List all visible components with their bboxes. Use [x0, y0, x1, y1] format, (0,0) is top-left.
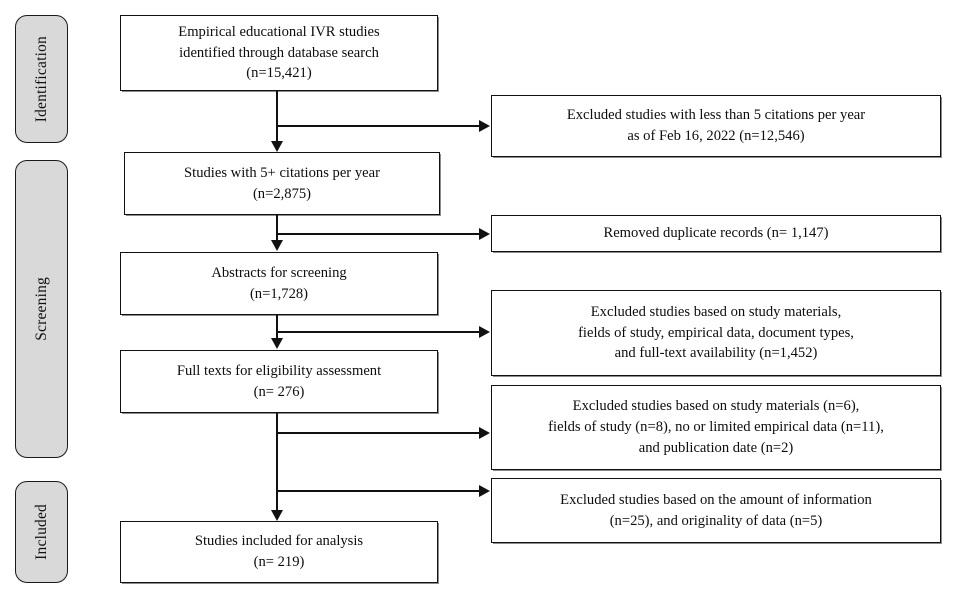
arrowhead-excluded-abstract-screening	[479, 326, 490, 338]
connector-citations-to-abstracts	[276, 215, 278, 240]
box-removed-duplicates: Removed duplicate records (n= 1,147)	[491, 215, 941, 252]
branch-to-removed-duplicates	[277, 233, 480, 235]
arrowhead-fulltexts-to-included	[271, 510, 283, 521]
box-full-texts-eligibility: Full texts for eligibility assessment (n…	[120, 350, 438, 413]
connector-fulltexts-to-included	[276, 413, 278, 511]
connector-identified-to-citations	[276, 91, 278, 142]
branch-to-excluded-full-text	[277, 432, 480, 434]
box-excluded-full-text: Excluded studies based on study material…	[491, 385, 941, 470]
box-removed-duplicates-text: Removed duplicate records (n= 1,147)	[603, 225, 829, 242]
box-excluded-quality-text: Excluded studies based on the amount of …	[560, 491, 872, 529]
phase-screening-label: Screening	[32, 277, 50, 341]
box-citation-filtered-studies-text: Studies with 5+ citations per year (n=2,…	[184, 164, 380, 202]
box-studies-included: Studies included for analysis (n= 219)	[120, 521, 438, 583]
box-abstracts-for-screening-text: Abstracts for screening (n=1,728)	[211, 264, 347, 302]
box-excluded-abstract-screening-text: Excluded studies based on study material…	[578, 303, 854, 362]
arrowhead-excluded-full-text	[479, 427, 490, 439]
arrowhead-removed-duplicates	[479, 228, 490, 240]
branch-to-excluded-abstract-screening	[277, 331, 480, 333]
phase-screening: Screening	[15, 160, 68, 458]
box-identified-studies: Empirical educational IVR studies identi…	[120, 15, 438, 91]
arrowhead-abstracts-to-fulltexts	[271, 338, 283, 349]
arrowhead-identified-to-citations	[271, 141, 283, 152]
arrowhead-excluded-low-citations	[479, 120, 490, 132]
box-excluded-full-text-text: Excluded studies based on study material…	[548, 398, 884, 456]
arrowhead-excluded-quality	[479, 485, 490, 497]
branch-to-excluded-low-citations	[277, 125, 480, 127]
box-abstracts-for-screening: Abstracts for screening (n=1,728)	[120, 252, 438, 315]
phase-included-label: Included	[32, 504, 50, 560]
box-excluded-quality: Excluded studies based on the amount of …	[491, 478, 941, 543]
box-identified-studies-text: Empirical educational IVR studies identi…	[178, 23, 380, 82]
branch-to-excluded-quality	[277, 490, 480, 492]
box-citation-filtered-studies: Studies with 5+ citations per year (n=2,…	[124, 152, 440, 215]
phase-identification: Identification	[15, 15, 68, 143]
box-excluded-low-citations: Excluded studies with less than 5 citati…	[491, 95, 941, 157]
arrowhead-citations-to-abstracts	[271, 240, 283, 251]
connector-abstracts-to-fulltexts	[276, 315, 278, 339]
box-studies-included-text: Studies included for analysis (n= 219)	[194, 533, 364, 570]
phase-included: Included	[15, 481, 68, 583]
box-excluded-abstract-screening: Excluded studies based on study material…	[491, 290, 941, 376]
box-full-texts-eligibility-text: Full texts for eligibility assessment (n…	[176, 362, 382, 400]
phase-identification-label: Identification	[32, 35, 50, 123]
box-excluded-low-citations-text: Excluded studies with less than 5 citati…	[566, 107, 866, 144]
